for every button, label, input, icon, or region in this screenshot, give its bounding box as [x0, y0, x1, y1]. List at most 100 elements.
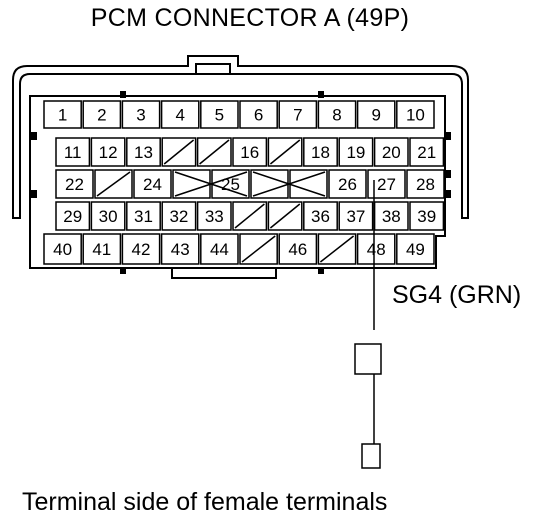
pin-number: 41: [92, 240, 111, 259]
pin-number: 48: [367, 240, 386, 259]
pin-number: 11: [64, 143, 82, 162]
pin-cell: [338, 201, 374, 231]
blank-pin-slash: [269, 203, 301, 229]
pin-cell: [328, 169, 367, 199]
test-lead: [354, 180, 382, 469]
pin-number: 24: [143, 175, 162, 194]
pin-cell: [82, 100, 122, 129]
pin-number: 4: [175, 106, 184, 125]
probe-connector-upper: [354, 343, 382, 375]
pin-cell: [43, 233, 82, 265]
pin-number: 46: [288, 240, 307, 259]
pin-number: 13: [134, 143, 153, 162]
blank-pin-slash: [234, 203, 265, 229]
probe-connector-lower: [361, 443, 381, 469]
pin-cell: [126, 137, 161, 167]
pin-number: 44: [210, 240, 229, 259]
pin-cell: [160, 233, 200, 265]
pin-cell: [338, 137, 374, 167]
pin-number: 31: [134, 207, 153, 226]
wire-label: SG4 (GRN): [392, 281, 522, 309]
pin-cell: [267, 201, 303, 231]
pin-cell: [161, 137, 197, 167]
bottom-key: [171, 268, 277, 279]
pin-cell: [250, 169, 289, 199]
locking-tab: [195, 63, 231, 75]
pin-cell: [317, 100, 357, 129]
pin-number: 27: [377, 175, 396, 194]
pin-cell: [133, 169, 172, 199]
blank-pin-slash: [163, 139, 195, 165]
pin-number: 5: [215, 106, 224, 125]
pin-cell: [43, 100, 82, 129]
pin-cell: [278, 100, 318, 129]
pin-cell: [200, 233, 239, 265]
pin-cell: [232, 201, 268, 231]
pin-number: 33: [205, 207, 224, 226]
pin-number: 32: [169, 207, 188, 226]
pin-number: 9: [371, 106, 380, 125]
pin-cell: [406, 169, 445, 199]
pin-cell: [396, 100, 435, 129]
connector-body: [29, 95, 446, 269]
pin-number: 7: [293, 106, 302, 125]
pin-number: 42: [132, 240, 151, 259]
blank-pin-slash: [269, 139, 301, 165]
pin-cell: [278, 233, 318, 265]
pin-cell: [161, 201, 197, 231]
blank-pin-slash: [199, 139, 230, 165]
connector-notches: [30, 91, 451, 274]
pin-cell: [121, 100, 161, 129]
pin-cell: [160, 100, 200, 129]
pin-cell: [90, 137, 126, 167]
pin-number: 19: [346, 143, 365, 162]
blank-pin-slash: [96, 171, 131, 197]
pin-cell: [367, 169, 406, 199]
pin-number: 18: [311, 143, 330, 162]
blank-pin-slash: [241, 235, 276, 263]
pin-number: 2: [97, 106, 106, 125]
pin-number: 1: [58, 106, 67, 125]
pin-number: 38: [382, 207, 401, 226]
blank-pin-cross: [252, 171, 326, 197]
pin-number: 26: [338, 175, 357, 194]
pin-cell: [289, 169, 328, 199]
pin-cell: [121, 233, 161, 265]
pin-number: 12: [99, 143, 118, 162]
pin-cell: [55, 201, 91, 231]
pin-cell: [239, 233, 278, 265]
pin-cell: [90, 201, 126, 231]
pin-cell: [126, 201, 161, 231]
pin-cell: [196, 137, 232, 167]
pin-cell: [409, 201, 445, 231]
pin-cell: [55, 169, 94, 199]
pin-cell: [82, 233, 122, 265]
pin-number: 28: [416, 175, 435, 194]
blank-pin-slash: [319, 235, 355, 263]
diagram-caption: Terminal side of female terminals: [22, 488, 388, 516]
pin-number: 16: [240, 143, 259, 162]
pin-number: 37: [346, 207, 365, 226]
pin-cell: [396, 233, 435, 265]
pin-cell: [200, 100, 239, 129]
pin-number: 20: [382, 143, 401, 162]
pin-cell: [303, 137, 338, 167]
pin-number: 39: [417, 207, 436, 226]
pin-cell: [356, 100, 396, 129]
pin-number: 8: [332, 106, 341, 125]
pin-cell: [196, 201, 232, 231]
pin-number: 3: [136, 106, 145, 125]
pin-cell: [317, 233, 357, 265]
pin-number: 36: [311, 207, 330, 226]
pin-cell: [94, 169, 133, 199]
pin-number: 22: [65, 175, 84, 194]
pin-cell: [55, 137, 91, 167]
pin-number: 29: [63, 207, 82, 226]
pin-cell: [409, 137, 445, 167]
pin-cell: [373, 137, 409, 167]
connector-title: PCM CONNECTOR A (49P): [90, 4, 410, 32]
pin-cell: [239, 100, 278, 129]
pin-number: 6: [254, 106, 263, 125]
pin-cell: [172, 169, 211, 199]
